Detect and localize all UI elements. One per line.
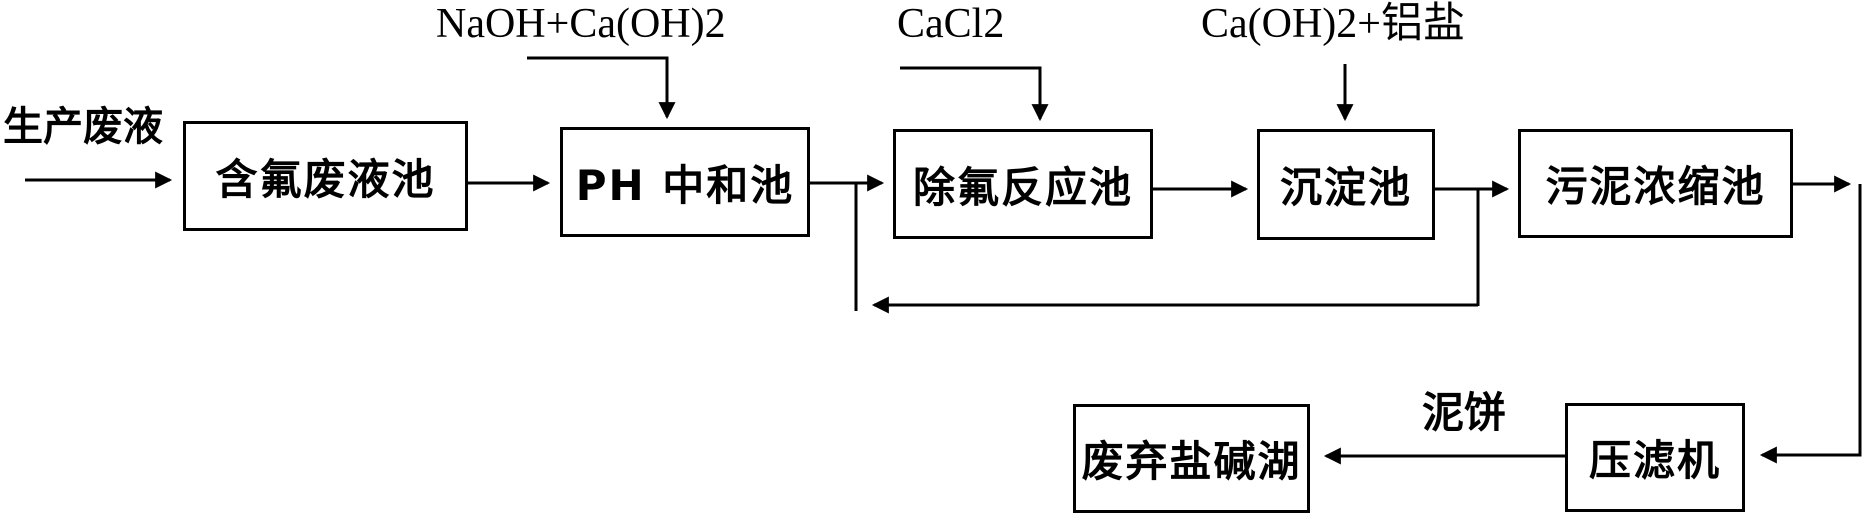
box-ph-neutralization-pool: PH 中和池 (560, 127, 810, 237)
label-naoh-caoh2: NaOH+Ca(OH)2 (436, 1, 726, 47)
box-sedimentation-pool-label: 沉淀池 (1279, 163, 1412, 212)
box-abandoned-saline-lake-label: 废弃盐碱湖 (1081, 437, 1302, 486)
label-mud-cake: 泥饼 (1422, 388, 1507, 437)
box-fluoride-waste-pool: 含氟废液池 (183, 121, 468, 231)
box-abandoned-saline-lake: 废弃盐碱湖 (1073, 404, 1310, 513)
naoh-dosing-arrow (527, 56, 676, 120)
box-defluorination-reaction-pool: 除氟反应池 (893, 129, 1153, 239)
box-sludge-thickening-pool: 污泥浓缩池 (1518, 129, 1793, 238)
box-sedimentation-pool: 沉淀池 (1257, 129, 1435, 240)
box-fluoride-waste-pool-label: 含氟废液池 (215, 154, 436, 204)
cacl2-dosing-arrow (900, 66, 1049, 122)
box-filter-press: 压滤机 (1565, 403, 1745, 512)
label-caoh2-aluminum-salt: Ca(OH)2+铝盐 (1201, 1, 1465, 47)
box-filter-press-label: 压滤机 (1588, 436, 1721, 485)
box-ph-neutralization-pool-label: PH 中和池 (575, 160, 795, 210)
arrow-thickener-to-filter-press (1759, 184, 1862, 464)
box-defluorination-reaction-pool-label: 除氟反应池 (912, 162, 1133, 212)
box-sludge-thickening-pool-label: 污泥浓缩池 (1545, 162, 1766, 211)
label-cacl2: CaCl2 (897, 1, 1005, 47)
label-production-waste: 生产废液 (3, 104, 163, 150)
